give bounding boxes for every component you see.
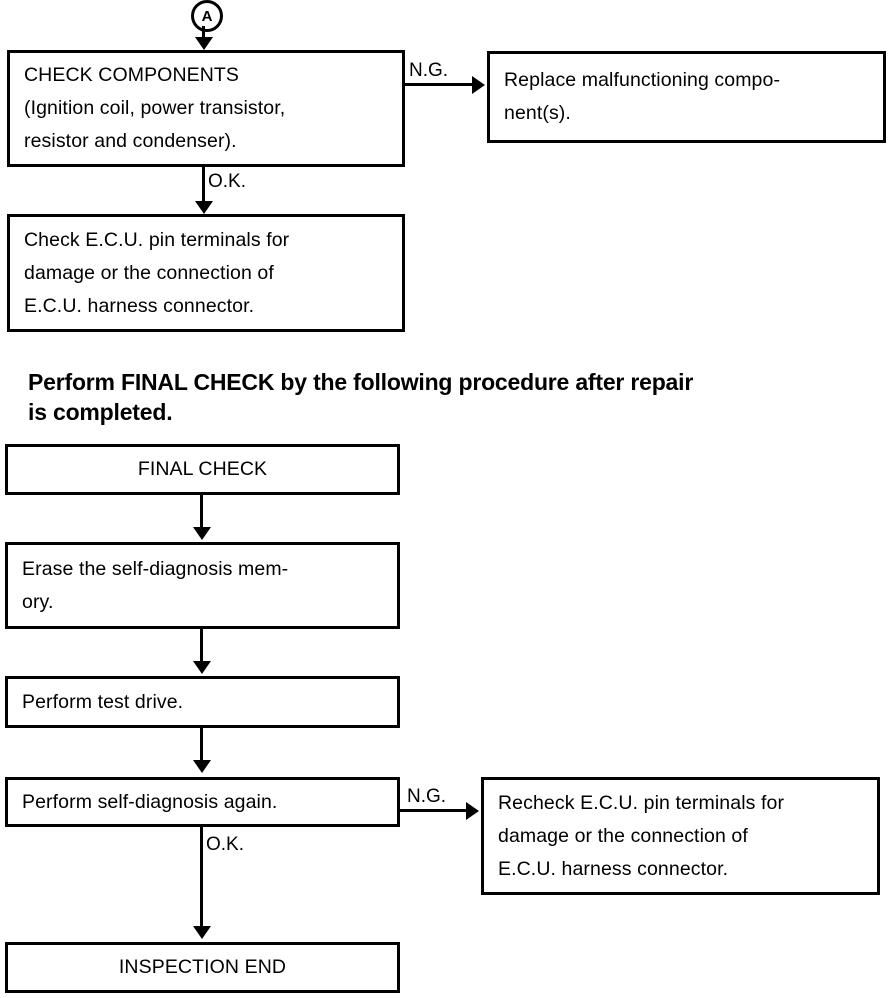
ng-branch-bottom-line [400,809,468,812]
ng-branch-top-line [404,83,474,86]
final-check-to-erase-memory-arrowhead [193,527,211,540]
box-replace-component: Replace malfunctioning compo- nent(s). [487,51,886,143]
ok-branch-top-arrowhead [195,201,213,214]
box-check-ecu-pin: Check E.C.U. pin terminals for damage or… [7,214,405,332]
box-self-diagnosis-again-text: Perform self-diagnosis again. [22,790,278,813]
box-inspection-end-text: INSPECTION END [118,956,287,978]
box-erase-memory-text: Erase the self-diagnosis mem- ory. [22,557,289,613]
box-self-diagnosis-again: Perform self-diagnosis again. [5,777,400,827]
box-inspection-end: INSPECTION END [5,942,400,993]
box-test-drive-text: Perform test drive. [22,690,184,713]
ok-branch-bottom-arrowhead [193,926,211,939]
box-replace-component-text: Replace malfunctioning compo- nent(s). [504,69,781,124]
edge-label-ng-bottom: N.G. [407,786,447,807]
ok-branch-top-line [202,167,205,205]
ng-branch-top-arrowhead [472,76,485,94]
test-drive-to-self-diagnosis-line [200,728,203,762]
edge-label-ok-top: O.K. [208,171,247,192]
connector-circle-label: A [201,7,213,25]
box-check-components: CHECK COMPONENTS (Ignition coil, power t… [7,50,405,167]
box-final-check: FINAL CHECK [5,444,400,495]
connector-circle-a: A [191,0,223,32]
box-final-check-text: FINAL CHECK [137,458,268,480]
ng-branch-bottom-arrowhead [466,802,479,820]
ok-branch-bottom-line [200,827,203,929]
box-check-ecu-pin-text: Check E.C.U. pin terminals for damage or… [24,228,290,317]
box-recheck-ecu-pin: Recheck E.C.U. pin terminals for damage … [481,777,880,895]
box-erase-memory: Erase the self-diagnosis mem- ory. [5,542,400,629]
edge-label-ok-bottom: O.K. [206,834,245,855]
connector-a-to-check-components-arrowhead [195,37,213,50]
box-test-drive: Perform test drive. [5,676,400,728]
box-recheck-ecu-pin-text: Recheck E.C.U. pin terminals for damage … [498,791,785,880]
edge-label-ng-top: N.G. [409,60,449,81]
connector-a-to-check-components-line [202,26,205,41]
erase-memory-to-test-drive-line [200,629,203,663]
final-check-to-erase-memory-line [200,495,203,529]
erase-memory-to-test-drive-arrowhead [193,661,211,674]
box-check-components-text: CHECK COMPONENTS (Ignition coil, power t… [24,64,286,152]
section-heading: Perform FINAL CHECK by the following pro… [28,369,694,425]
test-drive-to-self-diagnosis-arrowhead [193,760,211,773]
